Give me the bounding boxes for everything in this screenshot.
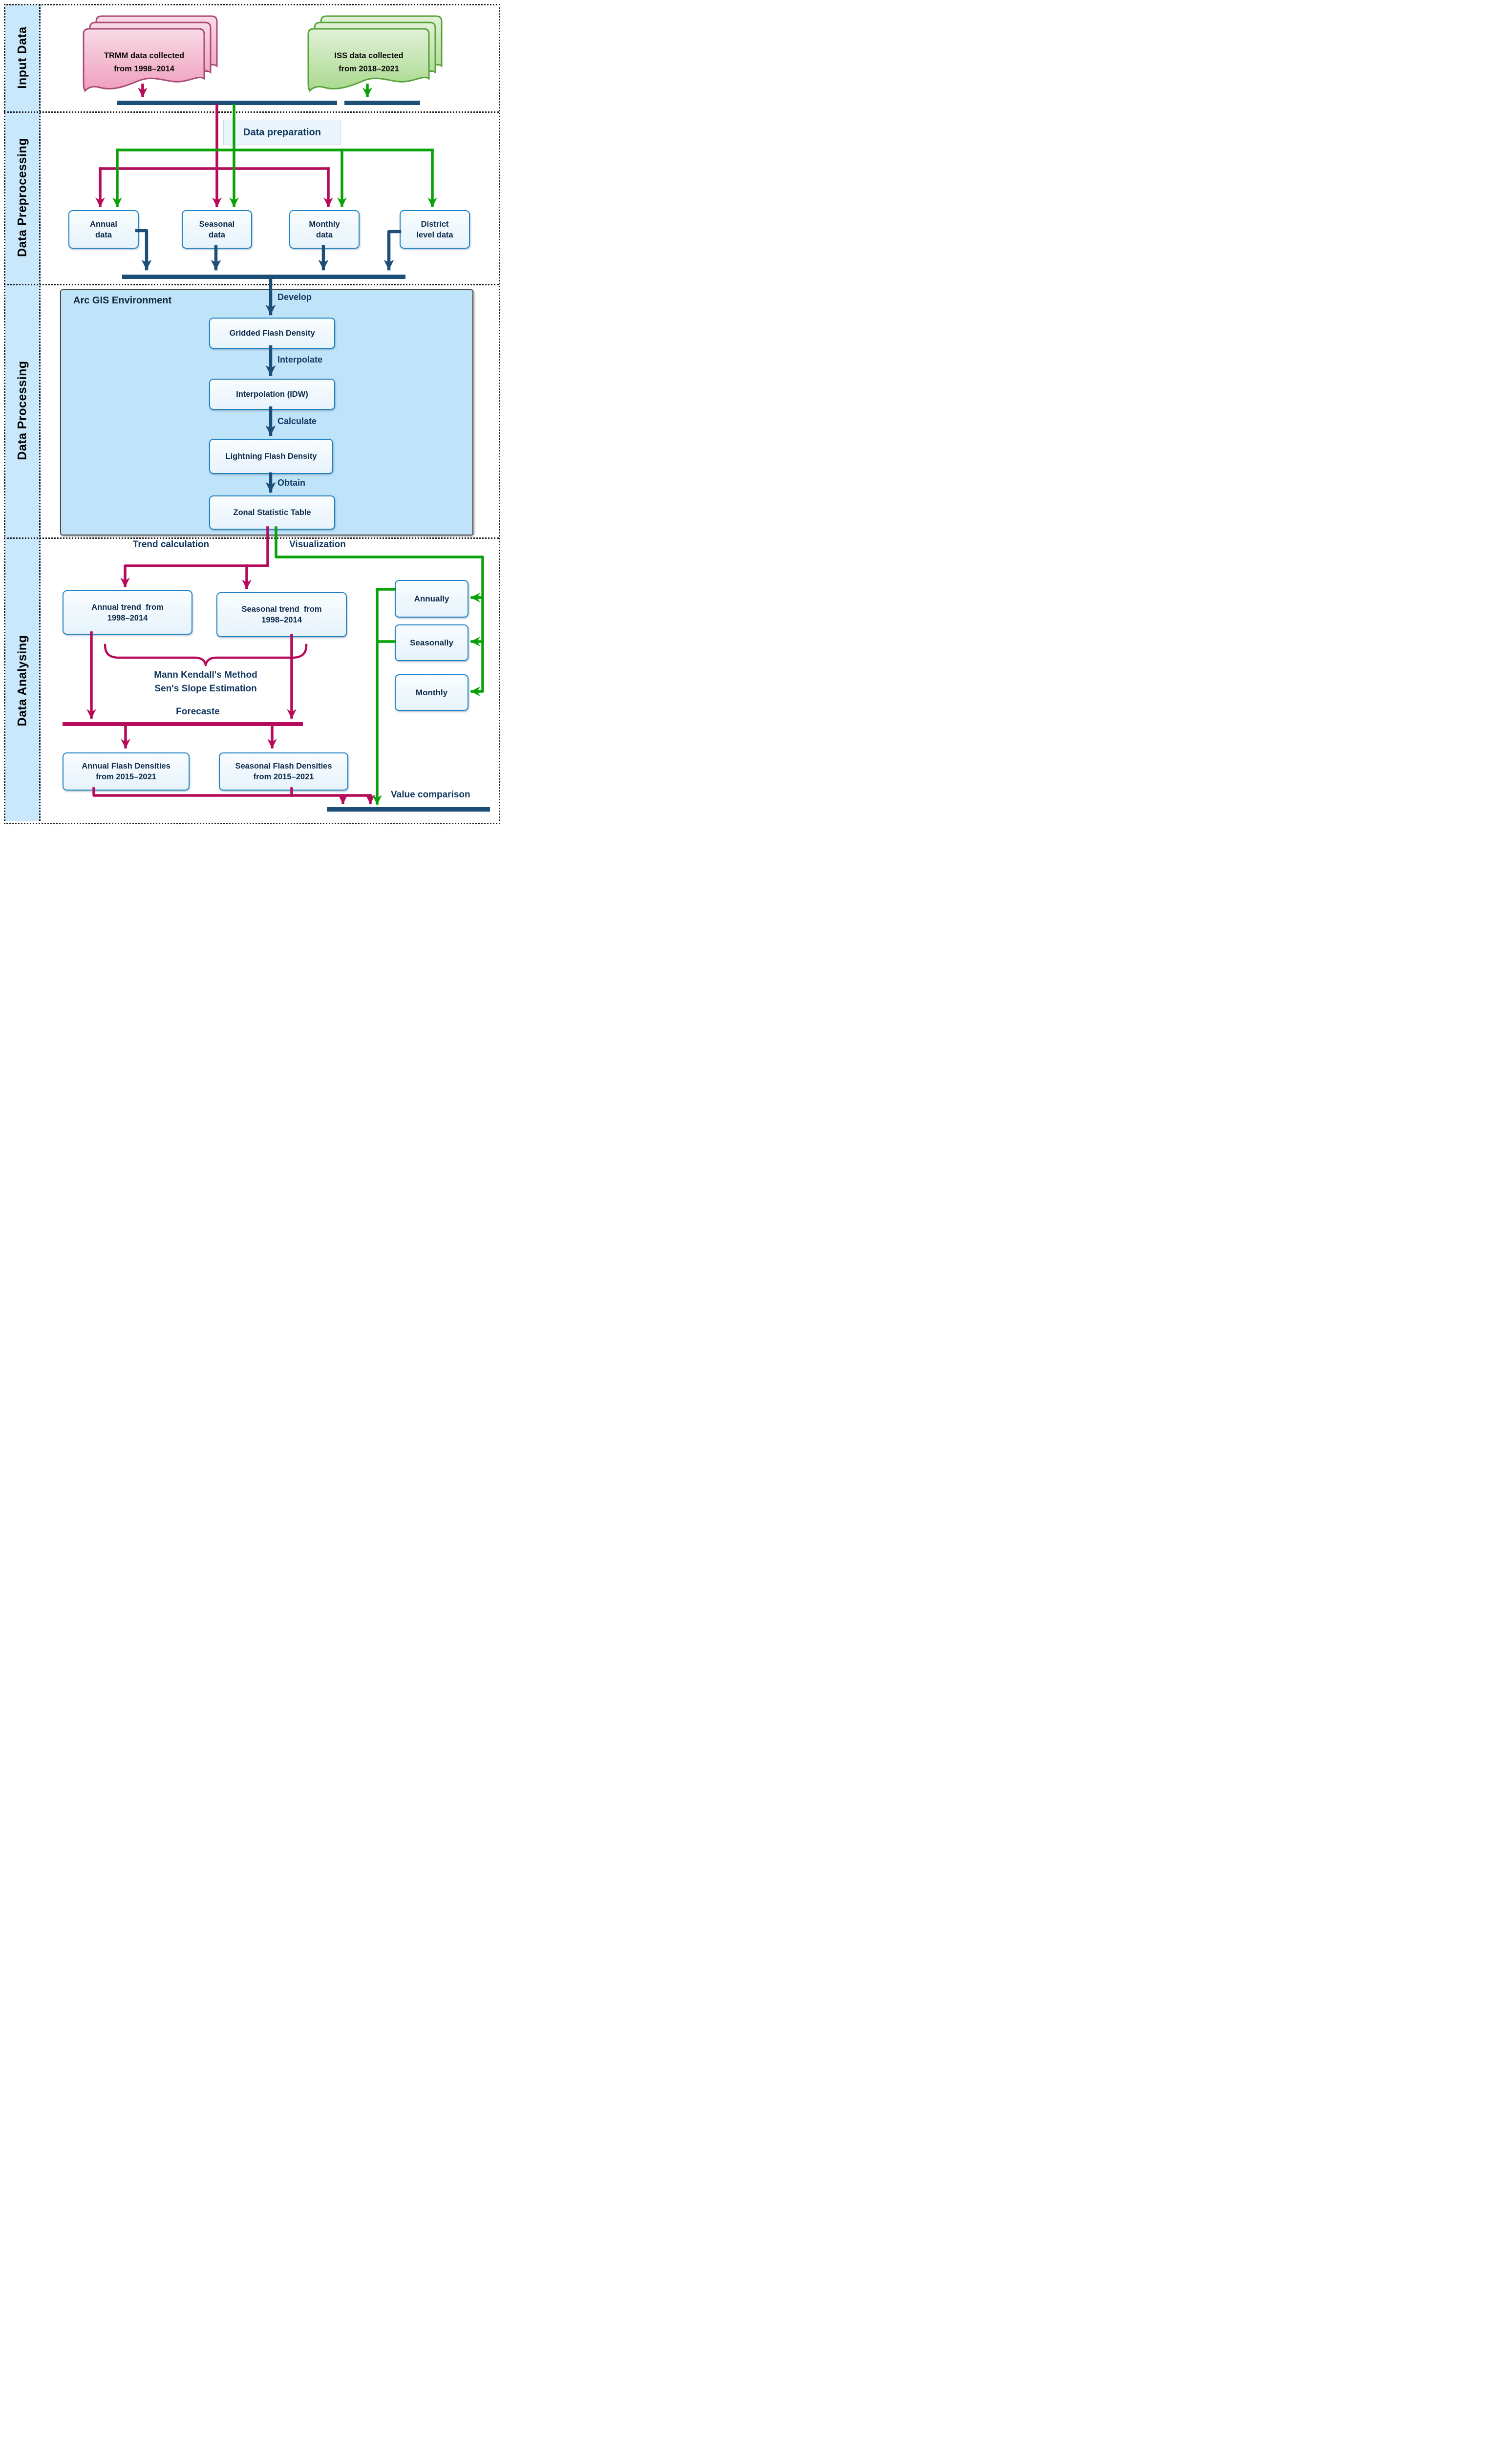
seasonal-trend-line1: Seasonal trend from (241, 605, 322, 614)
obtain-arrow-label: Obtain (277, 478, 305, 488)
seasonal-data-line2: data (209, 230, 225, 239)
arcgis-environment-label: Arc GIS Environment (73, 295, 172, 306)
district-data-line2: level data (416, 230, 453, 239)
interpolation-idw-box: Interpolation (IDW) (209, 379, 335, 410)
data-preparation-label: Data preparation (223, 120, 341, 145)
calculate-arrow-label: Calculate (277, 416, 317, 426)
annual-trend-box: Annual trend from 1998–2014 (63, 590, 192, 635)
iss-doc-label: ISS data collected from 2018–2021 (313, 49, 425, 76)
annually-box: Annually (395, 580, 469, 618)
methods-line1: Mann Kendall's Method (154, 670, 257, 680)
annual-flash-line1: Annual Flash Densities (82, 762, 170, 771)
develop-arrow-label: Develop (277, 292, 312, 302)
seasonal-flash-line2: from 2015–2021 (253, 772, 314, 781)
section-sidebar (5, 4, 41, 821)
forecast-bar (63, 722, 303, 726)
lightning-flash-density-box: Lightning Flash Density (209, 439, 333, 474)
trend-calculation-label: Trend calculation (132, 539, 210, 550)
trmm-doc-label: TRMM data collected from 1998–2014 (88, 49, 200, 76)
section-divider-2 (4, 284, 499, 285)
district-data-line1: District (421, 219, 449, 229)
section-divider-1 (4, 111, 499, 113)
forecast-label: Forecaste (176, 707, 220, 717)
annual-data-box: Annual data (68, 210, 139, 249)
crimson-trmm-paths (86, 84, 375, 804)
section-divider-3 (4, 537, 499, 539)
annual-flash-line2: from 2015–2021 (96, 772, 156, 781)
annual-data-line1: Annual (90, 219, 117, 229)
zonal-statistic-table-box: Zonal Statistic Table (209, 495, 335, 530)
annual-trend-line1: Annual trend from (91, 602, 164, 612)
seasonally-box: Seasonally (395, 624, 469, 661)
annual-flash-densities-box: Annual Flash Densities from 2015–2021 (63, 752, 190, 791)
navy-arrows (135, 229, 402, 493)
value-comparison-label: Value comparison (391, 790, 470, 800)
methods-brace (104, 643, 308, 666)
iss-line2: from 2018–2021 (339, 64, 399, 73)
gridded-flash-density-box: Gridded Flash Density (209, 318, 335, 349)
visualization-label: Visualization (289, 539, 346, 550)
seasonal-data-line1: Seasonal (199, 219, 235, 229)
seasonal-trend-box: Seasonal trend from 1998–2014 (216, 592, 347, 637)
monthly-data-line1: Monthly (309, 219, 340, 229)
trmm-line1: TRMM data collected (104, 51, 185, 60)
methods-label: Mann Kendall's Method Sen's Slope Estima… (117, 668, 294, 696)
annual-data-line2: data (95, 230, 112, 239)
seasonal-flash-densities-box: Seasonal Flash Densities from 2015–2021 (219, 752, 348, 791)
annual-trend-line2: 1998–2014 (107, 613, 148, 622)
lightning-data-flowchart: Input Data Data Preprocessing Data Proce… (0, 0, 504, 828)
seasonal-trend-line2: 1998–2014 (261, 616, 302, 624)
district-data-box: District level data (400, 210, 470, 249)
methods-line2: Sen's Slope Estimation (154, 684, 257, 694)
interpolate-arrow-label: Interpolate (277, 355, 323, 364)
trmm-line2: from 1998–2014 (114, 64, 174, 73)
monthly-box: Monthly (395, 674, 469, 711)
iss-line1: ISS data collected (334, 51, 404, 60)
junction-bars (117, 101, 490, 812)
seasonal-data-box: Seasonal data (182, 210, 252, 249)
monthly-data-line2: data (316, 230, 333, 239)
connector-layer (63, 15, 490, 812)
green-iss-paths (112, 84, 484, 805)
seasonal-flash-line1: Seasonal Flash Densities (235, 762, 332, 771)
